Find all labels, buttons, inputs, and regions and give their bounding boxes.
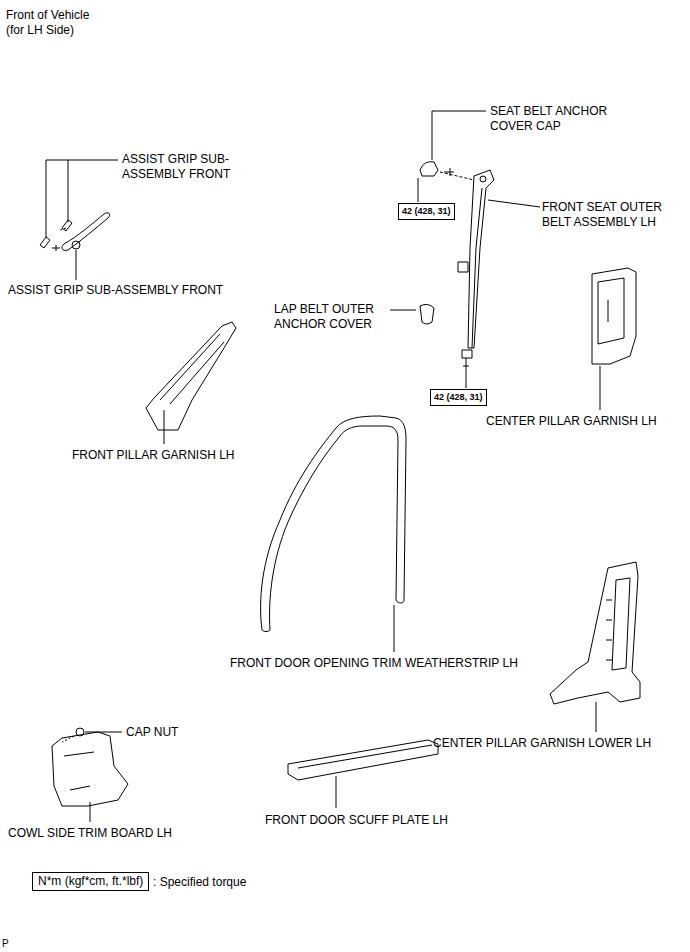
part-name: CAP NUT	[126, 725, 178, 740]
cap-nut	[76, 728, 84, 736]
plate-detail	[298, 745, 432, 768]
front-pillar-garnish	[146, 322, 236, 430]
seat-belt	[468, 170, 494, 348]
garnish-clip	[606, 600, 612, 660]
part-name: LAP BELT OUTER ANCHOR COVER	[274, 302, 386, 332]
node-text: 42 (428, 31)	[402, 206, 451, 217]
node-text: N*m (kgf*cm, ft.*lbf)	[38, 874, 143, 889]
anchor-cover-cap	[420, 162, 438, 176]
part-name: SEAT BELT ANCHOR COVER CAP	[490, 104, 618, 134]
scuff-plate	[288, 740, 438, 780]
belt-fold	[472, 188, 482, 348]
anchor-hole	[480, 176, 486, 182]
leader-line	[596, 702, 597, 732]
torque-value: 42 (428, 31)	[398, 203, 455, 220]
node-text: 42 (428, 31)	[434, 392, 483, 403]
center-pillar-garnish-lower	[550, 562, 640, 704]
leader-line	[90, 802, 91, 822]
leader-line	[418, 178, 419, 202]
leader-line	[46, 160, 118, 238]
screw-path	[60, 228, 66, 230]
leader-line	[466, 368, 467, 388]
garnish-detail	[598, 278, 624, 344]
part-name: CENTER PILLAR GARNISH LH	[486, 414, 657, 429]
part-name: FRONT DOOR SCUFF PLATE LH	[265, 813, 448, 828]
screw	[52, 245, 60, 251]
clip	[40, 237, 50, 248]
leader-line	[68, 160, 69, 222]
bolt	[463, 358, 469, 368]
part-name: FRONT DOOR OPENING TRIM WEATHERSTRIP LH	[230, 656, 518, 671]
clip	[62, 220, 72, 231]
lower-anchor	[462, 350, 472, 358]
part-name: CENTER PILLAR GARNISH LOWER LH	[433, 736, 651, 751]
page-mark: P	[2, 938, 9, 950]
legend-text: : Specified torque	[153, 875, 246, 890]
orientation-note: Front of Vehicle (for LH Side)	[6, 8, 106, 38]
assembly-line	[440, 172, 474, 180]
leader-line	[164, 410, 165, 444]
leader-line	[394, 605, 395, 652]
center-pillar-garnish	[592, 268, 636, 364]
part-name: ASSIST GRIP SUB-ASSEMBLY FRONT	[8, 283, 223, 298]
part-name: FRONT PILLAR GARNISH LH	[72, 448, 234, 463]
part-name: ASSIST GRIP SUB-ASSEMBLY FRONT	[122, 152, 234, 182]
legend-unit-box: N*m (kgf*cm, ft.*lbf)	[32, 872, 149, 891]
cowl-side-trim	[52, 732, 128, 806]
garnish-detail	[160, 334, 224, 404]
torque-value: 42 (428, 31)	[430, 389, 487, 406]
part-name: FRONT SEAT OUTER BELT ASSEMBLY LH	[542, 200, 684, 230]
leader-line	[76, 250, 77, 280]
leader-line	[432, 111, 486, 160]
grip-end	[72, 241, 80, 249]
part-name: COWL SIDE TRIM BOARD LH	[8, 826, 172, 841]
leader-line	[390, 310, 416, 311]
leader-line	[336, 776, 337, 808]
belt-guide	[458, 262, 468, 272]
lap-anchor-cover	[420, 304, 434, 324]
leader-line	[600, 366, 601, 410]
assist-grip	[62, 213, 110, 251]
garnish-detail	[612, 578, 630, 670]
leader-line	[85, 732, 122, 733]
trim-detail	[64, 752, 94, 790]
leader-line	[488, 200, 540, 207]
weatherstrip	[261, 416, 406, 632]
assembly-line	[62, 736, 74, 742]
garnish-detail	[608, 300, 609, 322]
